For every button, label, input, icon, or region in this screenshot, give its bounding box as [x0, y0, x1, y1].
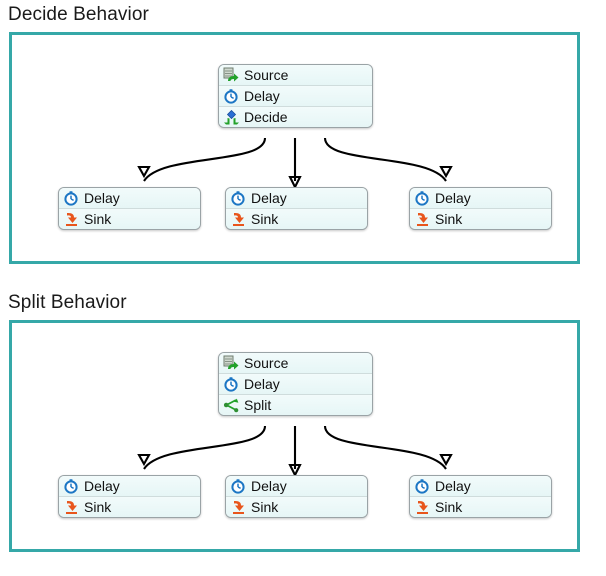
node-row-label: Delay — [251, 478, 287, 494]
node-row-delay[interactable]: Delay — [410, 188, 551, 209]
node-row-split[interactable]: Split — [219, 395, 372, 415]
split-root-node[interactable]: Source Delay — [218, 352, 373, 416]
sink-icon — [63, 499, 80, 515]
decide-leaf-node-left[interactable]: Delay Sink — [58, 187, 201, 230]
node-row-label: Delay — [244, 376, 280, 392]
sink-icon — [230, 499, 247, 515]
connector-root-to-right — [323, 425, 447, 470]
arrowhead-right — [439, 453, 453, 467]
node-row-sink[interactable]: Sink — [410, 209, 551, 229]
split-diagram-canvas: Source Delay — [12, 323, 577, 549]
sink-icon — [414, 211, 431, 227]
node-row-delay[interactable]: Delay — [226, 188, 367, 209]
node-row-delay[interactable]: Delay — [410, 476, 551, 497]
decide-section-title: Decide Behavior — [8, 4, 149, 25]
node-row-decide[interactable]: Decide — [219, 107, 372, 127]
node-row-label: Split — [244, 397, 272, 413]
decide-diagram-canvas: Source Delay — [12, 35, 577, 261]
node-row-label: Delay — [435, 478, 471, 494]
delay-icon — [223, 376, 240, 392]
decide-diagram-panel: Source Delay — [9, 32, 580, 264]
arrowhead-center — [288, 463, 302, 478]
node-row-sink[interactable]: Sink — [410, 497, 551, 517]
delay-icon — [223, 88, 240, 104]
arrowhead-center — [288, 175, 302, 190]
node-row-label: Delay — [84, 478, 120, 494]
node-row-sink[interactable]: Sink — [226, 497, 367, 517]
split-icon — [223, 397, 240, 413]
delay-icon — [230, 190, 247, 206]
node-row-label: Source — [244, 67, 289, 83]
delay-icon — [414, 478, 431, 494]
node-row-delay[interactable]: Delay — [219, 374, 372, 395]
node-row-source[interactable]: Source — [219, 65, 372, 86]
delay-icon — [63, 478, 80, 494]
delay-icon — [414, 190, 431, 206]
decide-leaf-node-right[interactable]: Delay Sink — [409, 187, 552, 230]
source-icon — [223, 67, 240, 83]
split-leaf-node-center[interactable]: Delay Sink — [225, 475, 368, 518]
split-diagram-panel: Source Delay — [9, 320, 580, 552]
node-row-label: Sink — [84, 499, 112, 515]
arrowhead-right — [439, 165, 453, 179]
split-behavior-section: Split Behavior — [0, 288, 606, 576]
delay-icon — [230, 478, 247, 494]
node-row-label: Sink — [435, 499, 463, 515]
split-leaf-node-left[interactable]: Delay Sink — [58, 475, 201, 518]
node-row-label: Sink — [251, 499, 279, 515]
node-row-sink[interactable]: Sink — [59, 497, 200, 517]
node-row-delay[interactable]: Delay — [219, 86, 372, 107]
node-row-label: Sink — [84, 211, 112, 227]
split-section-title: Split Behavior — [8, 292, 127, 313]
node-row-label: Sink — [435, 211, 463, 227]
node-row-label: Decide — [244, 109, 288, 125]
node-row-label: Source — [244, 355, 289, 371]
sink-icon — [414, 499, 431, 515]
decide-leaf-node-center[interactable]: Delay Sink — [225, 187, 368, 230]
connector-root-to-right — [323, 137, 447, 182]
node-row-label: Sink — [251, 211, 279, 227]
node-row-delay[interactable]: Delay — [59, 188, 200, 209]
decide-root-node[interactable]: Source Delay — [218, 64, 373, 128]
arrowhead-left — [137, 165, 151, 179]
sink-icon — [63, 211, 80, 227]
connector-root-to-left — [143, 137, 267, 182]
node-row-source[interactable]: Source — [219, 353, 372, 374]
node-row-delay[interactable]: Delay — [59, 476, 200, 497]
decide-icon — [223, 109, 240, 125]
delay-icon — [63, 190, 80, 206]
node-row-label: Delay — [244, 88, 280, 104]
source-icon — [223, 355, 240, 371]
connector-root-to-left — [143, 425, 267, 470]
node-row-sink[interactable]: Sink — [59, 209, 200, 229]
node-row-sink[interactable]: Sink — [226, 209, 367, 229]
sink-icon — [230, 211, 247, 227]
node-row-label: Delay — [84, 190, 120, 206]
node-row-label: Delay — [435, 190, 471, 206]
arrowhead-left — [137, 453, 151, 467]
decide-behavior-section: Decide Behavior — [8, 4, 580, 264]
split-leaf-node-right[interactable]: Delay Sink — [409, 475, 552, 518]
node-row-label: Delay — [251, 190, 287, 206]
node-row-delay[interactable]: Delay — [226, 476, 367, 497]
